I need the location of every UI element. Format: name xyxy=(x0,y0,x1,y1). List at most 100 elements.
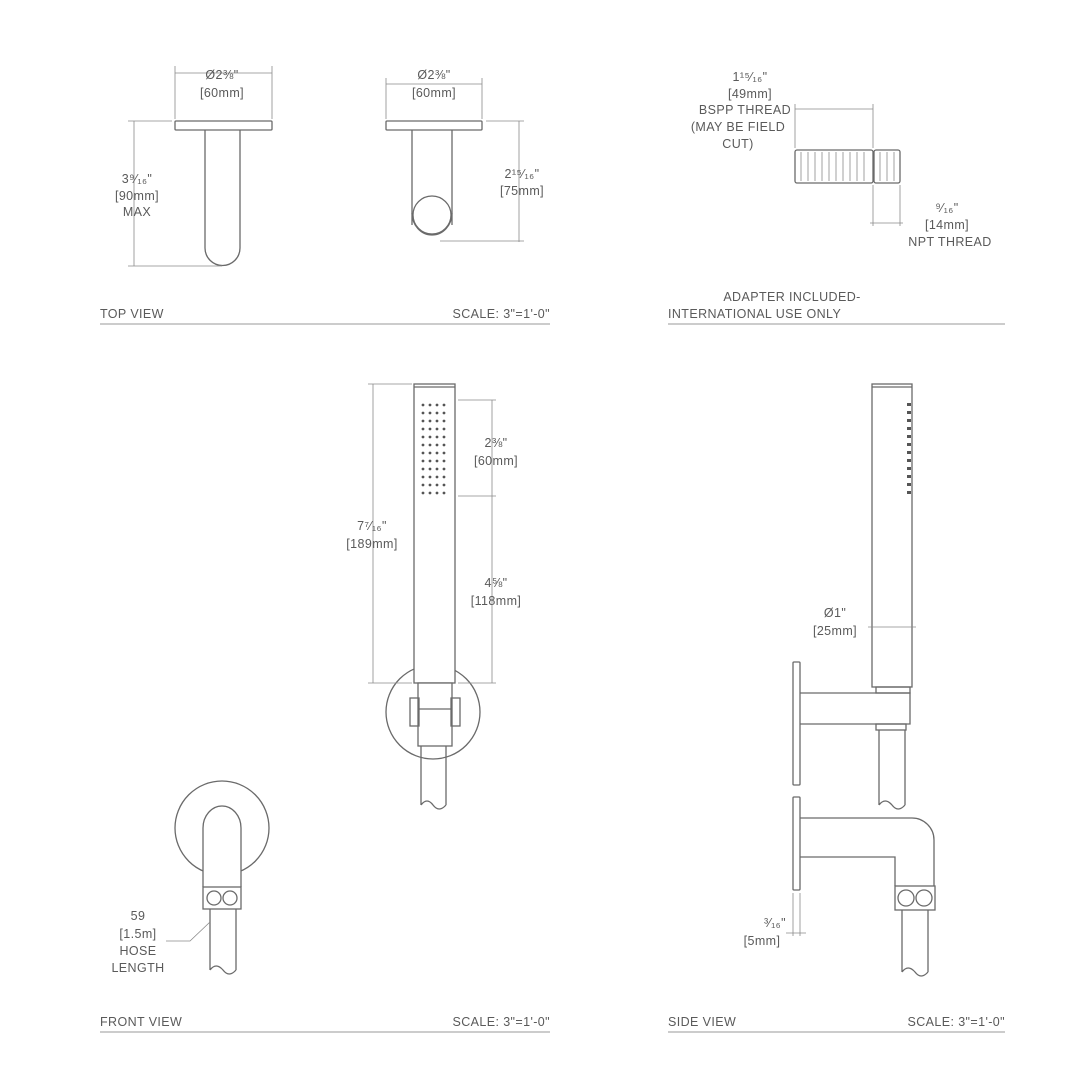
handle-length-in: 4⅝" xyxy=(484,576,507,590)
flange-thickness-in: ³⁄₁₆" xyxy=(764,916,786,930)
nozzle-side xyxy=(907,475,911,478)
dim-depth-in: 3⁹⁄₁₆" xyxy=(122,172,153,186)
top-view-right-drawing: Ø2⅜" [60mm] 2¹⁵⁄₁₆" [75mm] xyxy=(385,68,544,242)
nozzle-dot xyxy=(421,467,425,471)
nozzle-dot xyxy=(435,467,439,471)
nozzle-side xyxy=(907,483,911,486)
nozzle-side xyxy=(907,459,911,462)
nozzle-dot xyxy=(442,483,446,487)
nozzle-dot xyxy=(442,467,446,471)
top-view-title: TOP VIEW xyxy=(100,307,164,321)
nozzle-dot xyxy=(428,419,432,423)
hose-label-cont: LENGTH xyxy=(111,961,164,975)
npt-label: NPT THREAD xyxy=(908,235,991,249)
nozzle-dot xyxy=(428,459,432,463)
nozzle-dot xyxy=(435,419,439,423)
dim-diameter-in: Ø2⅜" xyxy=(417,68,450,82)
nozzle-dot xyxy=(428,411,432,415)
nozzle-dot xyxy=(428,443,432,447)
top-view-scale: SCALE: 3"=1'-0" xyxy=(452,307,550,321)
nozzle-dot xyxy=(435,427,439,431)
nozzle-side xyxy=(907,435,911,438)
front-view-scale: SCALE: 3"=1'-0" xyxy=(452,1015,550,1029)
side-view-title: SIDE VIEW xyxy=(668,1015,736,1029)
nozzle-dot xyxy=(442,411,446,415)
hose-label: HOSE xyxy=(119,944,156,958)
bspp-dim-mm: [49mm] xyxy=(728,87,772,101)
nozzle-side xyxy=(907,411,911,414)
nozzle-dot xyxy=(428,427,432,431)
front-view-handshower-drawing: 7⁷⁄₁₆" [189mm] 2⅜" [60mm] 4⅝" [118mm] xyxy=(346,383,522,810)
nozzle-dot xyxy=(421,419,425,423)
nozzle-dot xyxy=(442,475,446,479)
nozzle-dot xyxy=(421,427,425,431)
nozzle-dot xyxy=(428,491,432,495)
bspp-note: (MAY BE FIELD xyxy=(691,120,785,134)
flange-thickness-mm: [5mm] xyxy=(744,934,781,948)
handle-length-mm: [118mm] xyxy=(471,594,522,608)
dim-depth-in: 2¹⁵⁄₁₆" xyxy=(505,167,540,181)
nozzle-dot xyxy=(421,451,425,455)
front-view-wall-elbow-drawing: 59 [1.5m] HOSE LENGTH xyxy=(111,780,270,975)
side-view-drawing: Ø1" [25mm] ³⁄₁₆" [5mm] xyxy=(744,383,936,977)
side-view-scale: SCALE: 3"=1'-0" xyxy=(907,1015,1005,1029)
spray-nozzles-side xyxy=(907,403,911,494)
overall-length-in: 7⁷⁄₁₆" xyxy=(357,519,387,533)
nozzle-dot xyxy=(421,403,425,407)
nozzle-dot xyxy=(442,403,446,407)
bspp-note-cont: CUT) xyxy=(722,137,753,151)
nozzle-dot xyxy=(428,483,432,487)
nozzle-dot xyxy=(421,459,425,463)
nozzle-dot xyxy=(435,403,439,407)
overall-length-mm: [189mm] xyxy=(346,537,397,551)
nozzle-dot xyxy=(435,443,439,447)
bspp-dim-in: 1¹⁵⁄₁₆" xyxy=(733,70,768,84)
nozzle-dot xyxy=(428,451,432,455)
nozzle-dot xyxy=(428,475,432,479)
nozzle-side xyxy=(907,427,911,430)
bspp-label: BSPP THREAD xyxy=(699,103,791,117)
npt-dim-in: ⁹⁄₁₆" xyxy=(935,201,958,215)
front-view-title: FRONT VIEW xyxy=(100,1015,182,1029)
handshower-diameter-mm: [25mm] xyxy=(813,624,857,638)
nozzle-dot xyxy=(435,475,439,479)
nozzle-dot xyxy=(421,483,425,487)
dim-diameter-in: Ø2⅜" xyxy=(205,68,238,82)
dim-depth-mm: [75mm] xyxy=(500,184,544,198)
nozzle-dot xyxy=(442,491,446,495)
nozzle-dot xyxy=(421,491,425,495)
hose-length-metric: [1.5m] xyxy=(119,927,156,941)
nozzle-dot xyxy=(442,443,446,447)
dim-depth-note: MAX xyxy=(123,205,152,219)
nozzle-dot xyxy=(435,451,439,455)
nozzle-dot xyxy=(421,443,425,447)
nozzle-side xyxy=(907,451,911,454)
nozzle-dot xyxy=(421,435,425,439)
nozzle-side xyxy=(907,419,911,422)
nozzle-dot xyxy=(435,435,439,439)
nozzle-dot xyxy=(435,459,439,463)
nozzle-side xyxy=(907,491,911,494)
adapter-drawing: 1¹⁵⁄₁₆" [49mm] BSPP THREAD (MAY BE FIELD… xyxy=(691,70,991,249)
nozzle-dot xyxy=(428,435,432,439)
nozzle-dot xyxy=(442,459,446,463)
nozzle-dot xyxy=(428,403,432,407)
nozzle-side xyxy=(907,467,911,470)
nozzle-dot xyxy=(442,435,446,439)
spray-nozzles xyxy=(421,403,446,495)
nozzle-dot xyxy=(442,427,446,431)
spray-length-mm: [60mm] xyxy=(474,454,518,468)
nozzle-dot xyxy=(421,475,425,479)
top-view-left-drawing: Ø2⅜" [60mm] 3⁹⁄₁₆" [90mm] MAX xyxy=(115,66,273,267)
handshower-diameter-in: Ø1" xyxy=(824,606,846,620)
nozzle-dot xyxy=(442,419,446,423)
adapter-caption-cont: INTERNATIONAL USE ONLY xyxy=(668,307,841,321)
dim-depth-mm: [90mm] xyxy=(115,189,159,203)
npt-dim-mm: [14mm] xyxy=(925,218,969,232)
dim-diameter-mm: [60mm] xyxy=(412,86,456,100)
dim-diameter-mm: [60mm] xyxy=(200,86,244,100)
nozzle-side xyxy=(907,403,911,406)
adapter-caption: ADAPTER INCLUDED- xyxy=(723,290,860,304)
